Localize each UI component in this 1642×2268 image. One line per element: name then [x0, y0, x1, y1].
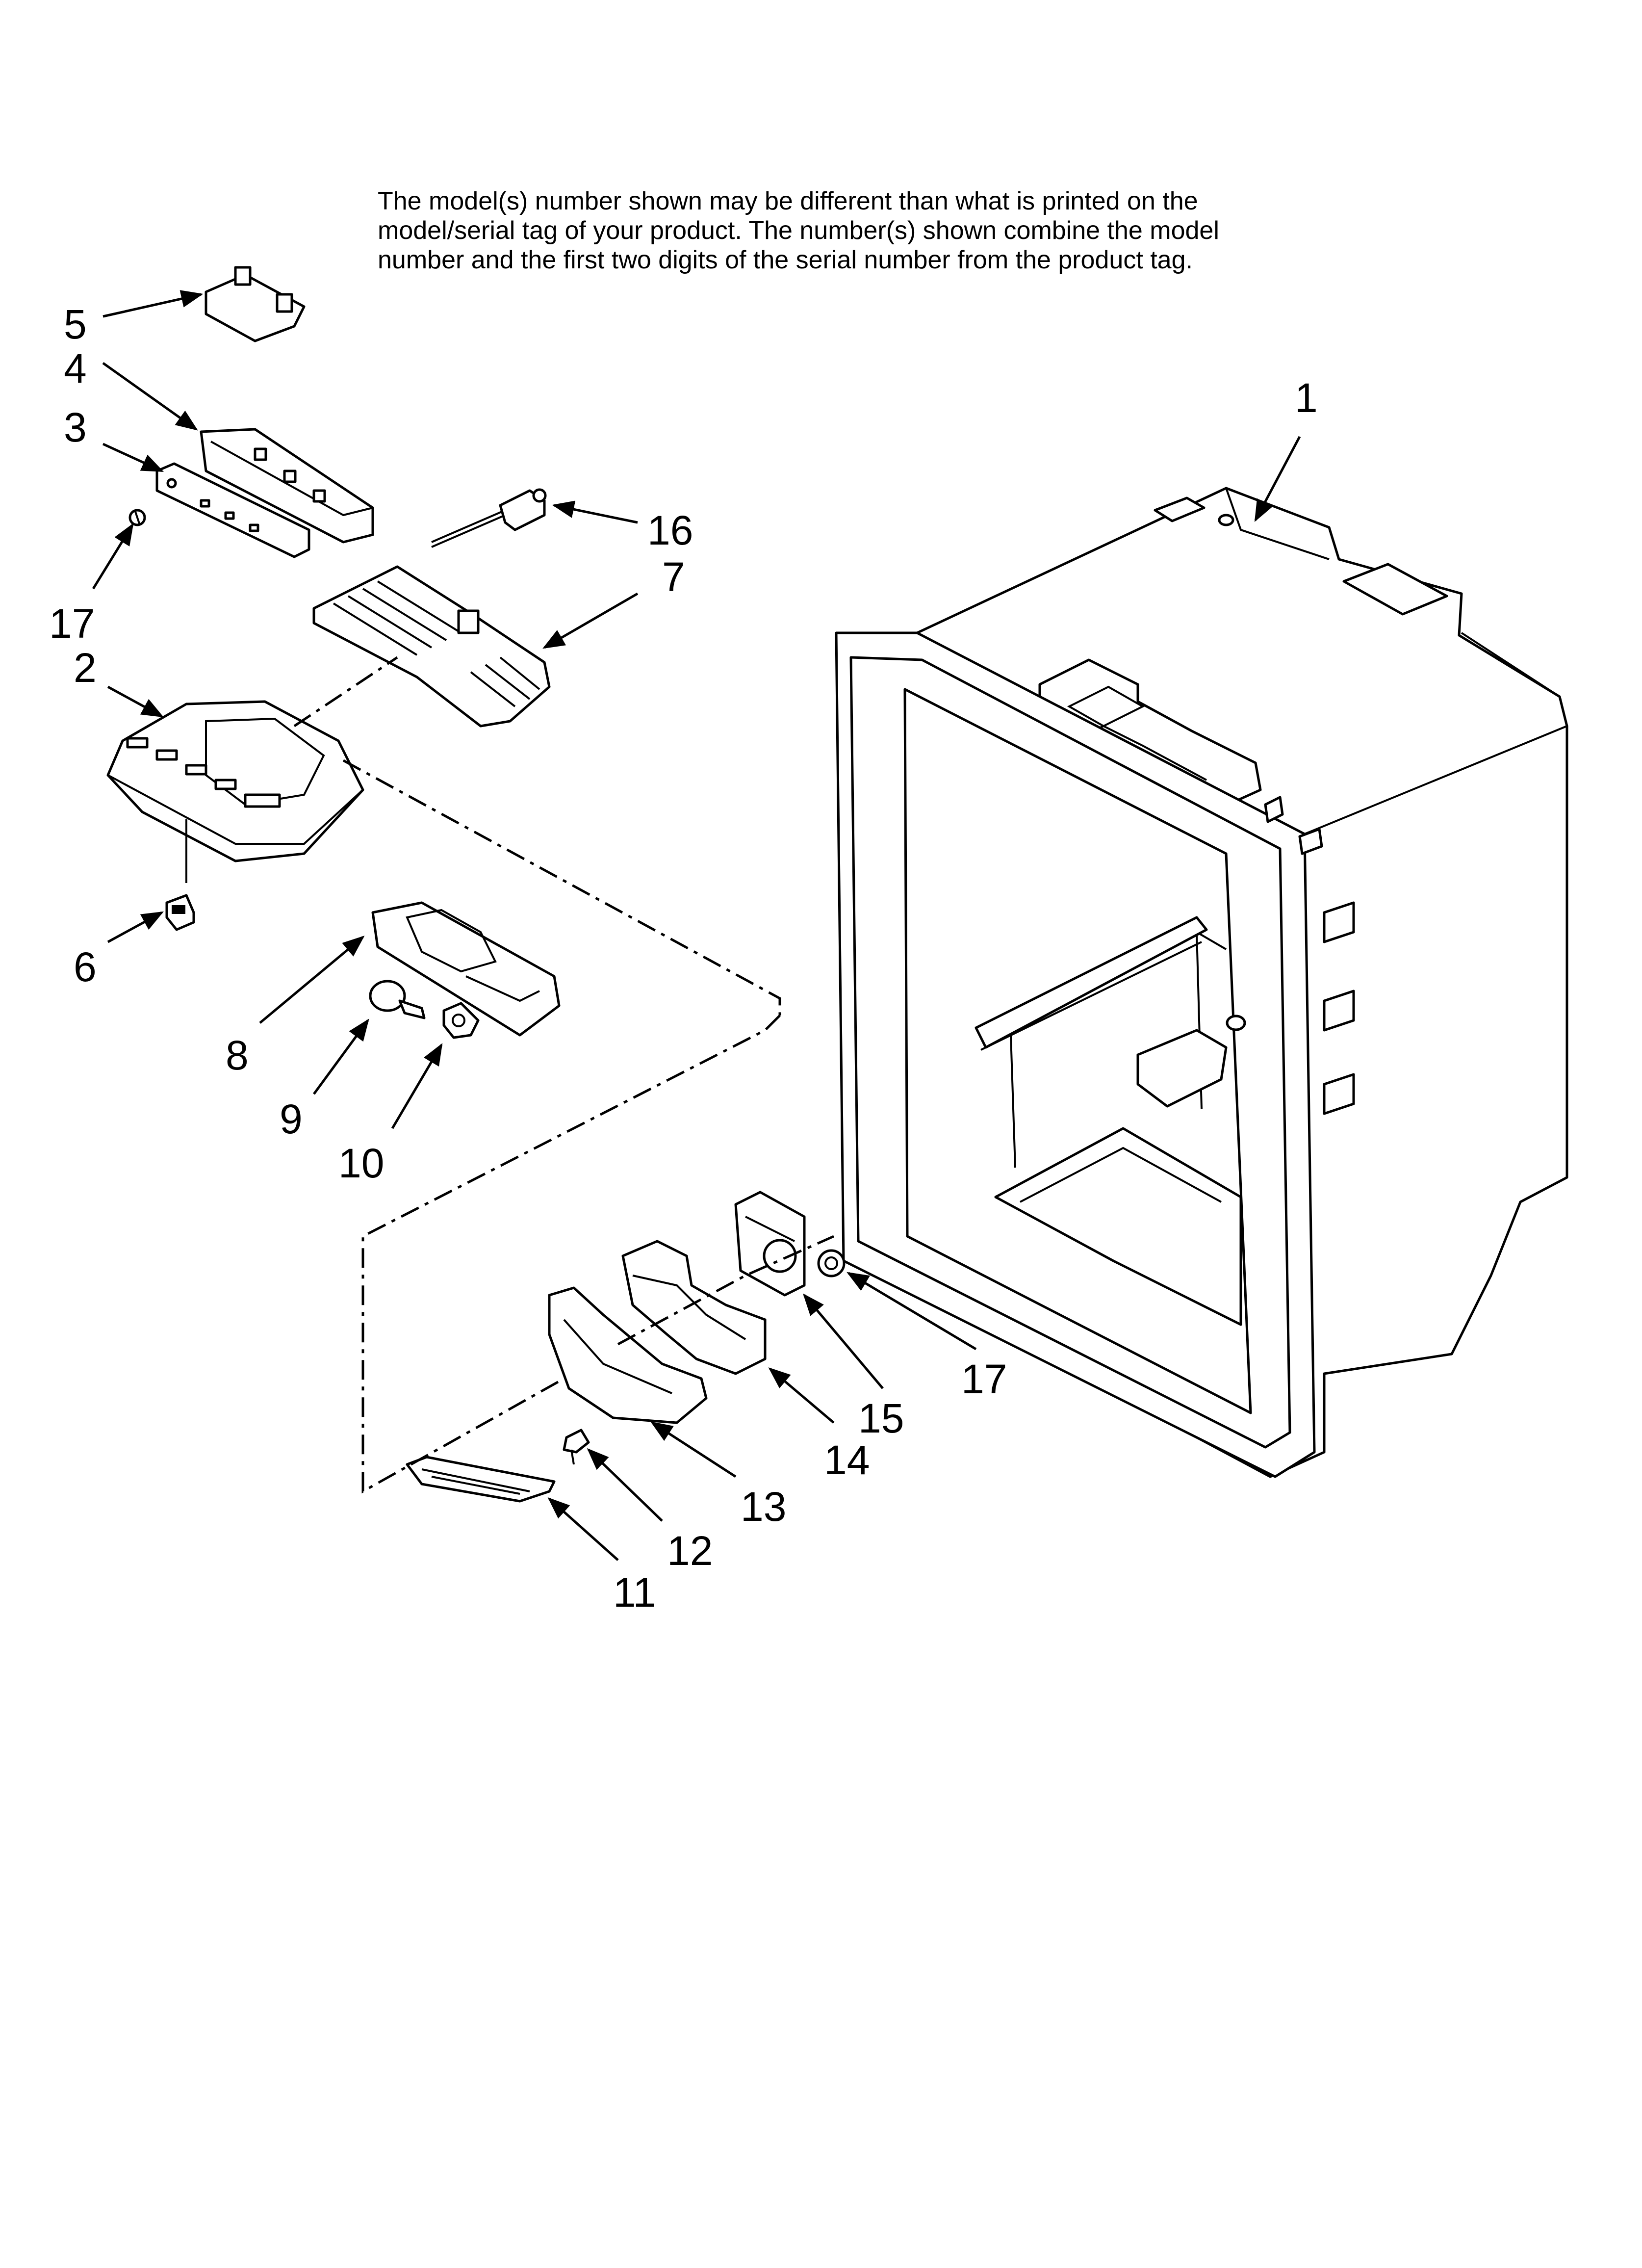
leader-7 — [542, 592, 639, 649]
callout-11: 11 — [613, 1569, 656, 1616]
leader-6 — [107, 911, 164, 943]
leader-17a — [92, 523, 134, 590]
part-7-vent-cover — [312, 565, 551, 728]
part-11-cover-trim — [406, 1456, 556, 1503]
part-4-control-bracket — [200, 428, 374, 544]
callout-17-lower: 17 — [961, 1356, 1007, 1402]
leader-14 — [768, 1367, 835, 1424]
model-number-notice: The model(s) number shown may be differe… — [378, 186, 1408, 275]
callout-5: 5 — [64, 301, 87, 347]
callout-6: 6 — [74, 944, 97, 990]
part-17-screw-lower — [817, 1249, 846, 1277]
leader-11 — [547, 1497, 619, 1561]
callout-14: 14 — [824, 1437, 870, 1483]
phantom-line-upper — [293, 656, 398, 728]
leader-8 — [259, 936, 365, 1024]
part-13-lower-housing — [548, 1286, 708, 1424]
notice-line-2: model/serial tag of your product. The nu… — [378, 216, 1219, 245]
part-6-switch — [165, 894, 195, 931]
leader-10 — [391, 1043, 443, 1129]
leader-16 — [552, 500, 638, 524]
leader-3 — [102, 443, 164, 472]
phantom-line-right — [342, 759, 781, 1016]
part-1-refrigerator-liner — [835, 487, 1568, 1478]
callout-15: 15 — [858, 1395, 904, 1441]
part-15-electronic-control — [734, 1191, 806, 1297]
part-12-screw — [563, 1429, 590, 1465]
leader-9 — [312, 1018, 369, 1095]
callout-9: 9 — [280, 1096, 303, 1142]
part-16-thermistor — [431, 488, 547, 548]
leader-5 — [103, 290, 204, 318]
notice-line-3: number and the first two digits of the s… — [378, 246, 1193, 274]
callout-17-upper: 17 — [49, 600, 95, 647]
phantom-line-lower — [361, 1015, 781, 1494]
leader-17b — [847, 1272, 977, 1351]
callout-1: 1 — [1295, 375, 1318, 421]
part-5-housing — [205, 266, 306, 342]
part-2-control-housing — [106, 700, 364, 883]
leader-15 — [803, 1293, 884, 1389]
leader-12 — [587, 1448, 663, 1522]
leader-4 — [102, 362, 198, 431]
callout-2: 2 — [74, 645, 97, 691]
part-9-light-bulb — [369, 980, 426, 1019]
callout-8: 8 — [226, 1032, 249, 1078]
notice-line-1: The model(s) number shown may be differe… — [378, 187, 1198, 215]
part-8-light-housing — [371, 901, 561, 1037]
part-14-housing-assembly — [621, 1240, 767, 1375]
leader-13 — [650, 1421, 737, 1478]
callout-10: 10 — [338, 1140, 384, 1186]
callout-3: 3 — [64, 404, 87, 450]
part-10-socket — [442, 1002, 480, 1039]
part-3-control-overlay — [155, 462, 310, 558]
callout-16: 16 — [647, 507, 693, 553]
callout-13: 13 — [741, 1484, 786, 1530]
callout-4: 4 — [64, 345, 87, 391]
part-17-screw-upper — [128, 509, 146, 526]
leader-2 — [107, 685, 164, 718]
leader-1 — [1254, 436, 1301, 522]
callout-7: 7 — [662, 554, 685, 600]
phantom-line-housing — [617, 1235, 835, 1346]
callout-12: 12 — [667, 1528, 713, 1574]
